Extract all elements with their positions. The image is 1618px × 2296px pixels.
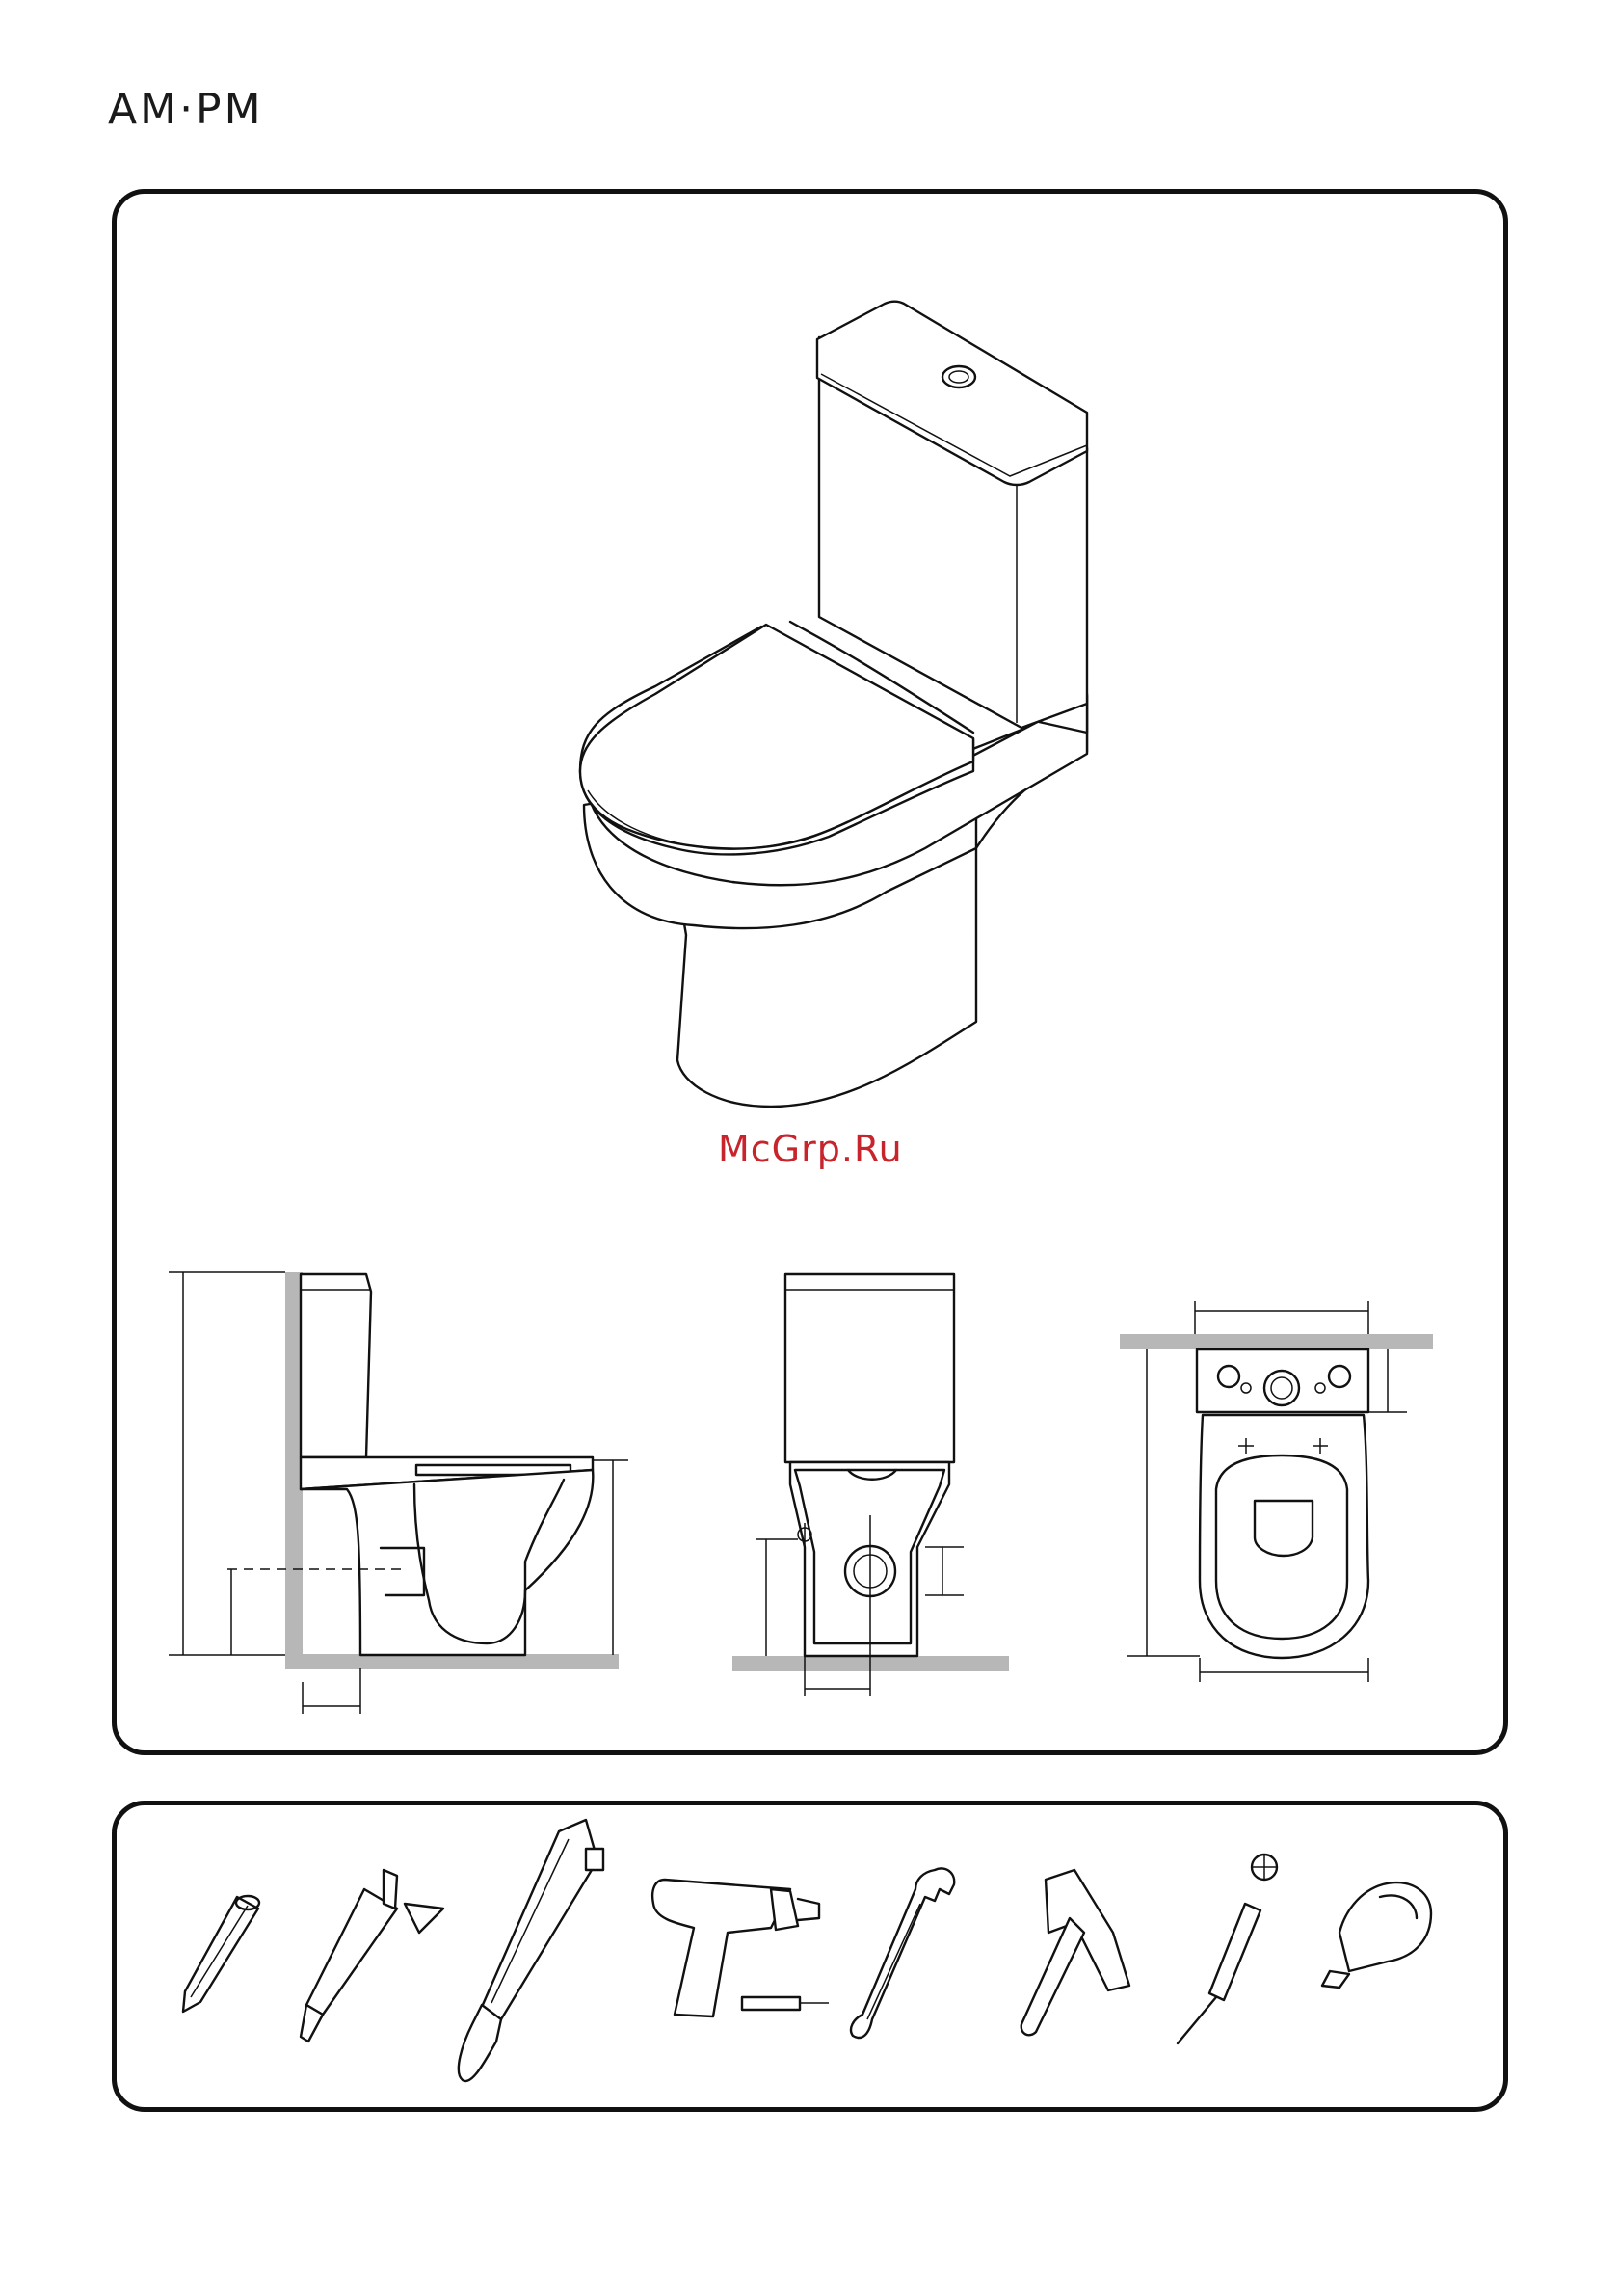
hammer-icon	[1021, 1870, 1129, 2035]
pencil-icon	[183, 1896, 259, 2012]
watermark: McGrp.Ru	[718, 1128, 903, 1170]
toilet-isometric-drawing	[580, 302, 1087, 1107]
tape-measure-icon	[1322, 1882, 1431, 1988]
drill-icon	[652, 1880, 829, 2016]
wrench-icon	[851, 1868, 954, 2038]
top-view-drawing	[1120, 1301, 1433, 1682]
side-view-drawing	[169, 1272, 628, 1714]
screwdriver-icon	[1178, 1855, 1277, 2043]
front-view-drawing	[732, 1274, 1009, 1696]
caulking-gun-icon	[301, 1870, 443, 2042]
hacksaw-icon	[459, 1820, 603, 2081]
